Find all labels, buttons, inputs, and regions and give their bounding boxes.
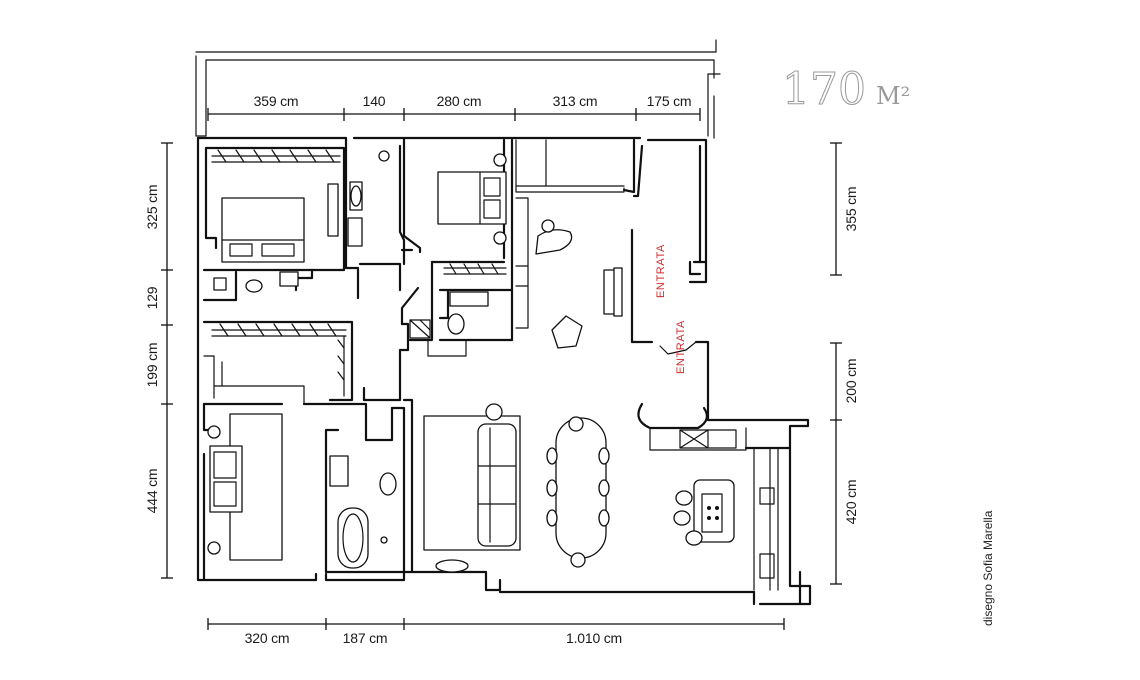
walls (195, 39, 812, 606)
sofa (477, 423, 517, 547)
dim-top-3: 280 cm (437, 93, 482, 109)
dimension-lines (161, 108, 842, 630)
entrance-label-lower: ENTRATA (675, 320, 687, 374)
dim-bottom-3: 1.010 cm (566, 630, 622, 646)
entrance-labels: ENTRATA ENTRATA (655, 244, 687, 374)
dim-left-3: 199 cm (144, 343, 160, 388)
dim-bottom-2: 187 cm (343, 630, 388, 646)
dim-right-1: 355 cm (843, 187, 859, 232)
furniture (207, 150, 775, 579)
dim-top-2: 140 (363, 93, 386, 109)
entrance-label-upper: ENTRATA (655, 244, 667, 298)
dim-left-4: 444 cm (144, 469, 160, 514)
dim-left-2: 129 (144, 286, 160, 309)
dim-top-1: 359 cm (254, 93, 299, 109)
dim-left-1: 325 cm (144, 185, 160, 230)
bed-3 (437, 171, 507, 225)
dim-right-2: 200 cm (843, 359, 859, 404)
dim-top-5: 175 cm (647, 93, 692, 109)
dim-top-4: 313 cm (553, 93, 598, 109)
dim-bottom-1: 320 cm (245, 630, 290, 646)
area-number: 170 (782, 64, 866, 115)
area-unit: M² (876, 82, 910, 110)
area-label: 170 M² (782, 64, 911, 116)
dim-right-3: 420 cm (843, 480, 859, 525)
dimension-labels: 359 cm 140 280 cm 313 cm 175 cm 325 cm 1… (144, 93, 859, 646)
kitchen-island (693, 479, 735, 543)
bed-1 (221, 197, 305, 263)
credit-text: disegno Sofia Marella (981, 510, 995, 626)
armchair (551, 315, 583, 349)
